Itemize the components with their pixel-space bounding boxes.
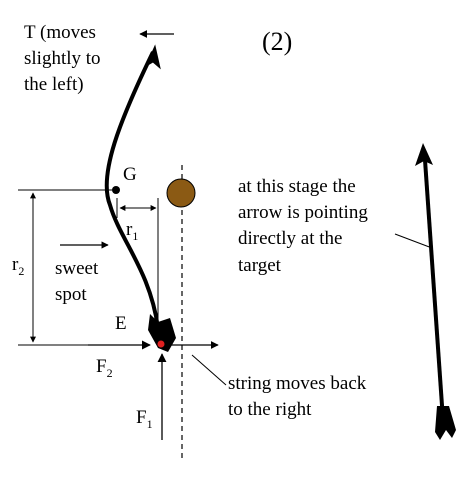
stage-note-line2: arrow is pointing <box>238 202 368 223</box>
f2-label: F2 <box>96 356 113 380</box>
bent-arrow-head <box>144 44 161 70</box>
r1-label: r1 <box>126 219 138 243</box>
bent-arrow-fletching <box>148 314 176 352</box>
g-point <box>112 186 120 194</box>
e-label: E <box>115 313 127 334</box>
t-label-line3: the left) <box>24 74 84 95</box>
stage-note-line4: target <box>238 255 282 276</box>
stage-note-pointer <box>394 233 433 249</box>
r2-label: r2 <box>12 254 24 278</box>
string-note-line2: to the right <box>228 399 312 420</box>
f1-label: F1 <box>136 407 153 431</box>
g-label: G <box>123 164 137 185</box>
sweet-spot-label-line1: sweet <box>55 258 99 279</box>
string-note-pointer <box>191 354 227 386</box>
stage-note-line1: at this stage the <box>238 176 356 197</box>
contact-point <box>157 340 165 348</box>
straight-arrow-head <box>415 143 433 166</box>
stage-note-line3: directly at the <box>238 228 342 249</box>
t-label-line1: T (moves <box>24 22 96 43</box>
straight-arrow-fletching <box>435 406 456 440</box>
figure-number: (2) <box>262 27 292 56</box>
bent-arrow-shaft <box>104 51 160 329</box>
straight-arrow-shaft <box>423 159 445 421</box>
target <box>166 178 196 208</box>
string-note-line1: string moves back <box>228 373 367 394</box>
t-label-line2: slightly to <box>24 48 101 69</box>
sweet-spot-label-line2: spot <box>55 284 87 305</box>
